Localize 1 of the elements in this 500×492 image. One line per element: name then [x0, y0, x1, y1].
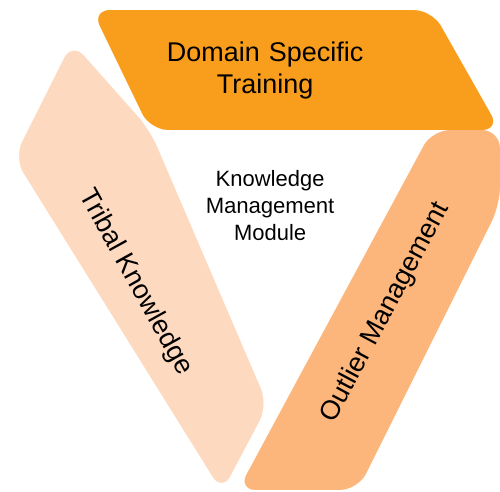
band: Domain Specific Training — [98, 10, 494, 130]
